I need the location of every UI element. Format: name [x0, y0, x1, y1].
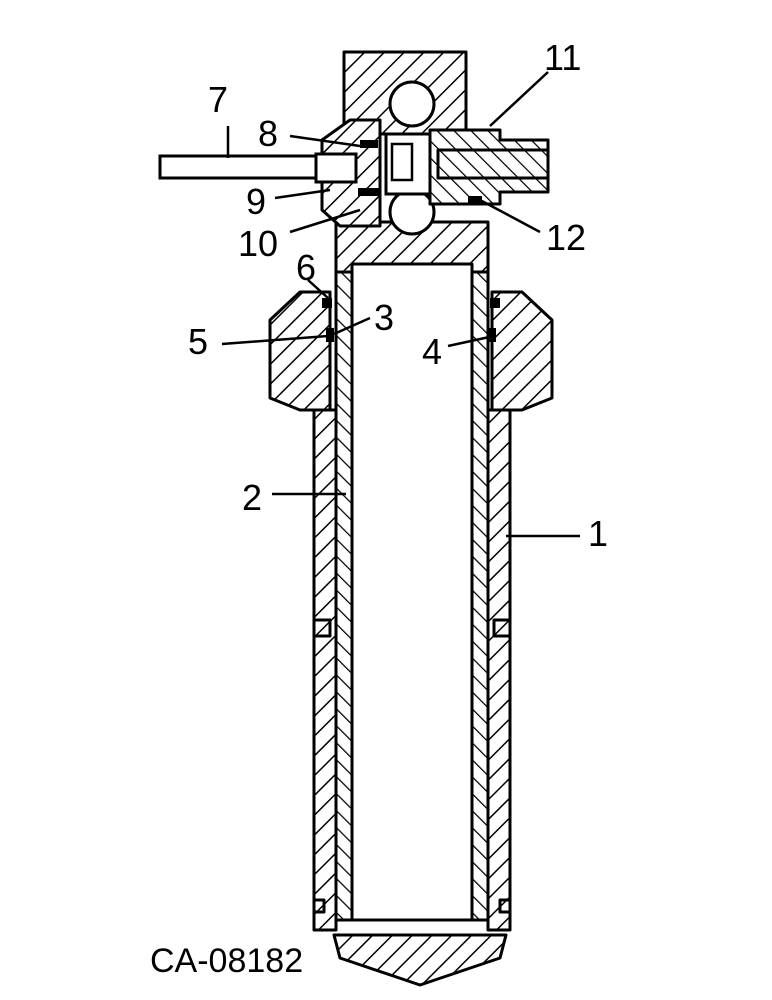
callout-1: 1	[588, 513, 608, 554]
seals	[322, 298, 500, 342]
valve-block	[320, 50, 550, 274]
callout-12: 12	[546, 217, 586, 258]
callout-11: 11	[544, 37, 581, 78]
callout-4: 4	[422, 331, 442, 372]
callout-2: 2	[242, 477, 262, 518]
bottom-plug	[332, 933, 508, 987]
callout-7: 7	[208, 79, 228, 120]
callout-3: 3	[374, 297, 394, 338]
callout-8: 8	[258, 113, 278, 154]
callout-6: 6	[296, 247, 316, 288]
pipe	[158, 152, 358, 184]
callout-5: 5	[188, 321, 208, 362]
figure-reference-code: CA-08182	[150, 942, 303, 980]
callout-10: 10	[238, 223, 278, 264]
outer-barrel	[268, 290, 554, 932]
inner-sleeve	[334, 270, 490, 922]
callout-labels: 1 2 3 4 5 6 7 8 9 10 11 12	[188, 37, 608, 554]
leader-lines	[221, 71, 580, 538]
callout-9: 9	[246, 181, 266, 222]
